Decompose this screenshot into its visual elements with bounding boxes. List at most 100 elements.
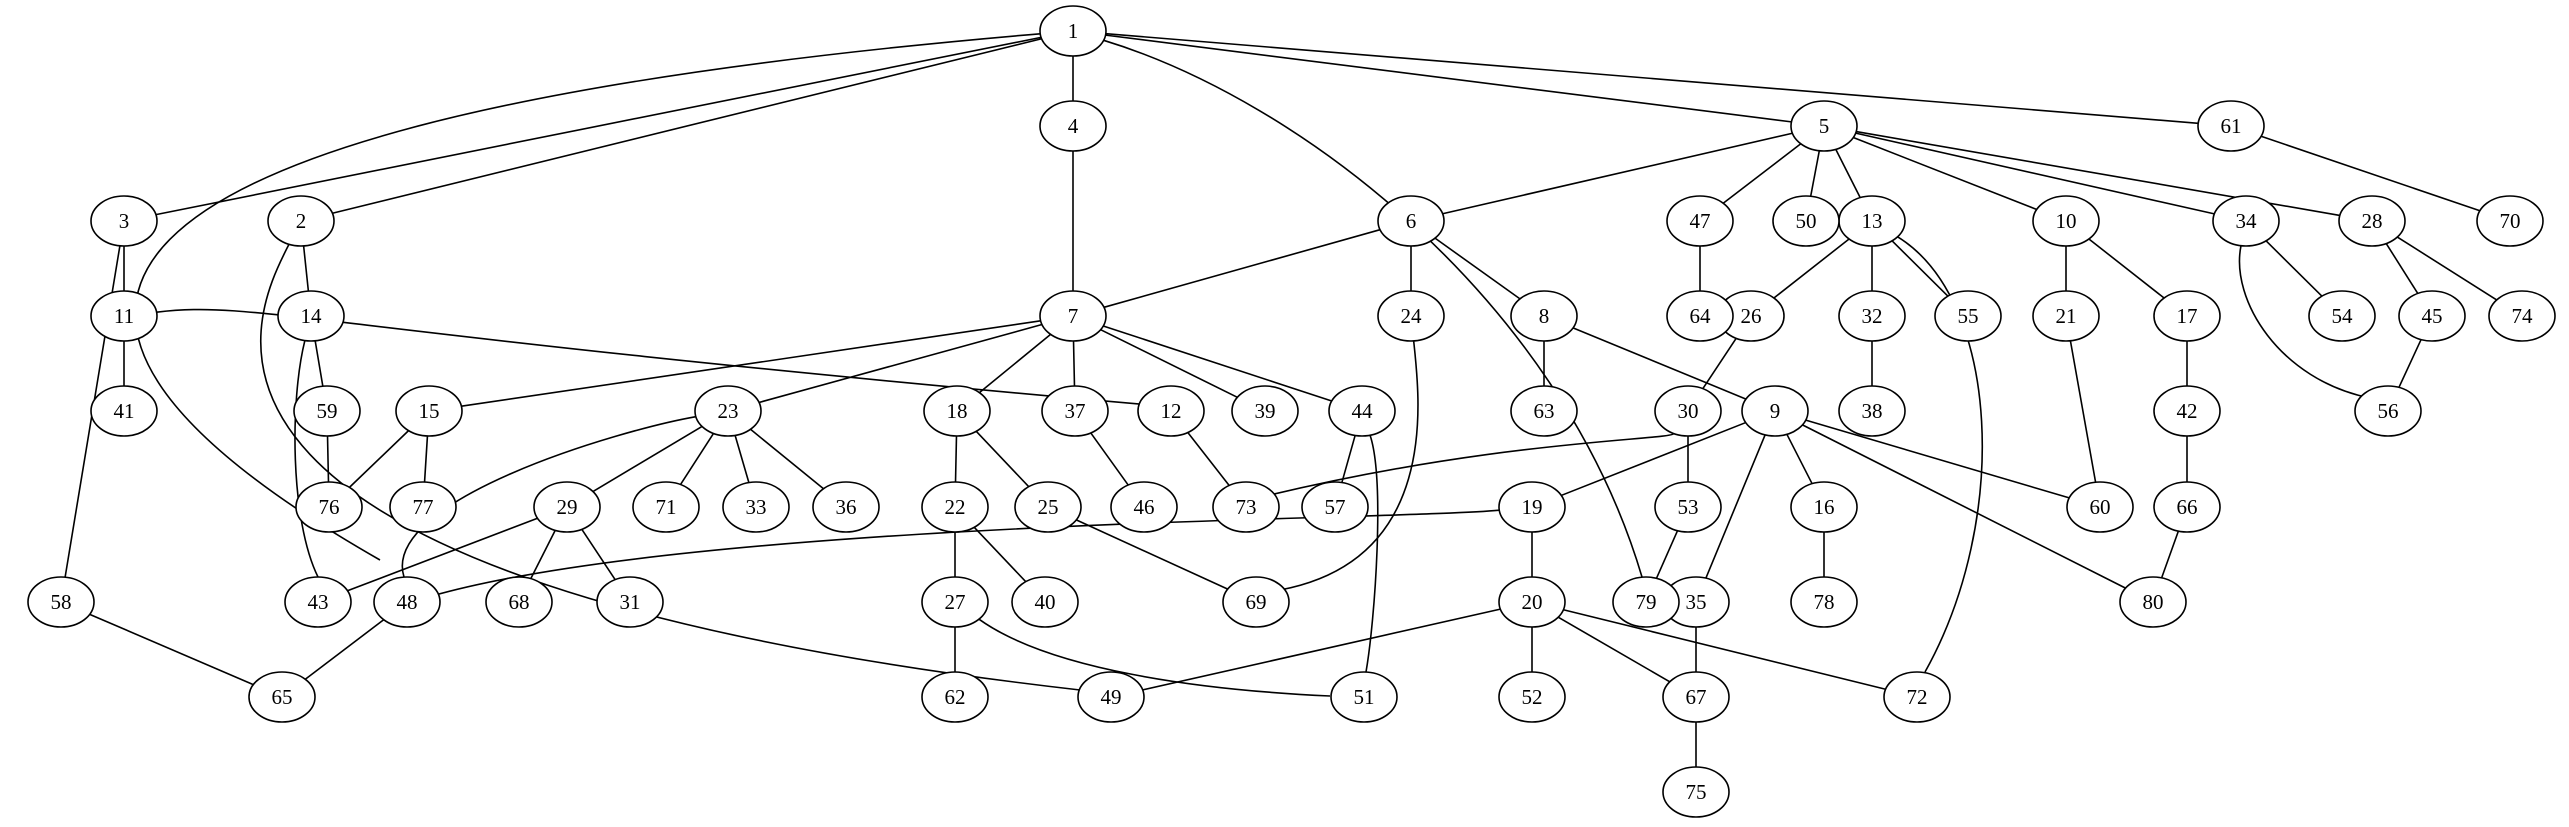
node-44-shape	[1328, 385, 1396, 437]
node-20-shape	[1498, 576, 1566, 628]
node-43: 43	[284, 576, 352, 628]
edge-7-39	[1100, 328, 1238, 399]
edge-13-26	[1773, 238, 1850, 299]
edge-23-29	[592, 425, 703, 493]
node-32-label: 32	[1862, 304, 1883, 328]
node-26: 26	[1717, 290, 1785, 342]
node-42: 42	[2153, 385, 2221, 437]
edge-28-74	[2396, 236, 2498, 301]
node-10-label: 10	[2056, 209, 2077, 233]
node-5-shape	[1790, 100, 1858, 152]
node-64-label: 64	[1690, 304, 1712, 328]
edge-1-2	[332, 37, 1042, 215]
edge-30-73	[1269, 432, 1675, 496]
node-44: 44	[1328, 385, 1396, 437]
edge-61-70	[2260, 135, 2481, 212]
node-9: 9	[1741, 385, 1809, 437]
edge-24-69	[1279, 340, 1419, 591]
node-19-label: 19	[1522, 495, 1543, 519]
edge-5-47	[1722, 143, 1802, 204]
node-46-label: 46	[1134, 495, 1155, 519]
edge-23-71	[679, 433, 715, 485]
edge-11-12	[156, 308, 1151, 406]
edge-44-57	[1341, 435, 1356, 483]
edge-66-80	[2160, 530, 2180, 579]
node-19-shape	[1498, 481, 1566, 533]
node-47-shape	[1666, 195, 1734, 247]
edge-21-60	[2069, 340, 2097, 483]
node-26-label: 26	[1741, 304, 1762, 328]
edge-27-51	[978, 618, 1331, 697]
node-70: 70	[2476, 195, 2544, 247]
node-80-shape	[2119, 576, 2187, 628]
node-71-shape	[632, 481, 700, 533]
node-15: 15	[395, 385, 463, 437]
node-14: 14	[277, 290, 345, 342]
node-17-label: 17	[2177, 304, 2198, 328]
node-66-label: 66	[2177, 495, 2198, 519]
edge-14-43	[294, 340, 319, 578]
node-51-shape	[1330, 671, 1398, 723]
node-60: 60	[2066, 481, 2134, 533]
node-28-shape	[2338, 195, 2406, 247]
node-14-label: 14	[301, 304, 323, 328]
node-57-label: 57	[1325, 495, 1346, 519]
node-52: 52	[1498, 671, 1566, 723]
edge-5-6	[1442, 132, 1793, 215]
node-38-label: 38	[1862, 399, 1883, 423]
edge-7-44	[1103, 325, 1332, 402]
node-50-shape	[1772, 195, 1840, 247]
node-22-shape	[921, 481, 989, 533]
node-41: 41	[90, 385, 158, 437]
node-41-shape	[90, 385, 158, 437]
edge-9-80	[1802, 424, 2126, 589]
node-8: 8	[1510, 290, 1578, 342]
edge-23-48	[401, 415, 696, 578]
node-78: 78	[1790, 576, 1858, 628]
node-59-shape	[293, 385, 361, 437]
node-34: 34	[2212, 195, 2280, 247]
node-78-shape	[1790, 576, 1858, 628]
node-43-shape	[284, 576, 352, 628]
node-39-label: 39	[1255, 399, 1276, 423]
node-7: 7	[1039, 290, 1107, 342]
node-38: 38	[1838, 385, 1906, 437]
node-37: 37	[1041, 385, 1109, 437]
edge-1-48	[134, 32, 1041, 561]
node-6-label: 6	[1406, 209, 1417, 233]
node-20: 20	[1498, 576, 1566, 628]
edge-9-35	[1705, 434, 1766, 579]
node-67-shape	[1662, 671, 1730, 723]
node-58: 58	[27, 576, 95, 628]
node-65-shape	[248, 671, 316, 723]
node-37-label: 37	[1065, 399, 1086, 423]
node-42-shape	[2153, 385, 2221, 437]
node-68: 68	[485, 576, 553, 628]
edge-7-15	[461, 319, 1041, 408]
node-61-shape	[2197, 100, 2265, 152]
node-78-label: 78	[1814, 590, 1835, 614]
edge-5-10	[1853, 136, 2037, 211]
node-46: 46	[1110, 481, 1178, 533]
node-11: 11	[90, 290, 158, 342]
node-18-shape	[923, 385, 991, 437]
node-45-shape	[2398, 290, 2466, 342]
node-58-label: 58	[51, 590, 72, 614]
node-76: 76	[295, 481, 363, 533]
node-50-label: 50	[1796, 209, 1817, 233]
node-7-shape	[1039, 290, 1107, 342]
node-66: 66	[2153, 481, 2221, 533]
node-58-shape	[27, 576, 95, 628]
edge-5-34	[1855, 132, 2215, 215]
node-64-shape	[1666, 290, 1734, 342]
edge-53-79	[1655, 530, 1679, 579]
node-36: 36	[812, 481, 880, 533]
node-40-label: 40	[1035, 590, 1056, 614]
node-59-label: 59	[317, 399, 338, 423]
edge-23-33	[734, 435, 750, 483]
node-69-label: 69	[1246, 590, 1267, 614]
node-4-label: 4	[1068, 114, 1079, 138]
node-3-label: 3	[119, 209, 130, 233]
edge-20-72	[1563, 608, 1886, 691]
edge-25-69	[1075, 519, 1229, 590]
